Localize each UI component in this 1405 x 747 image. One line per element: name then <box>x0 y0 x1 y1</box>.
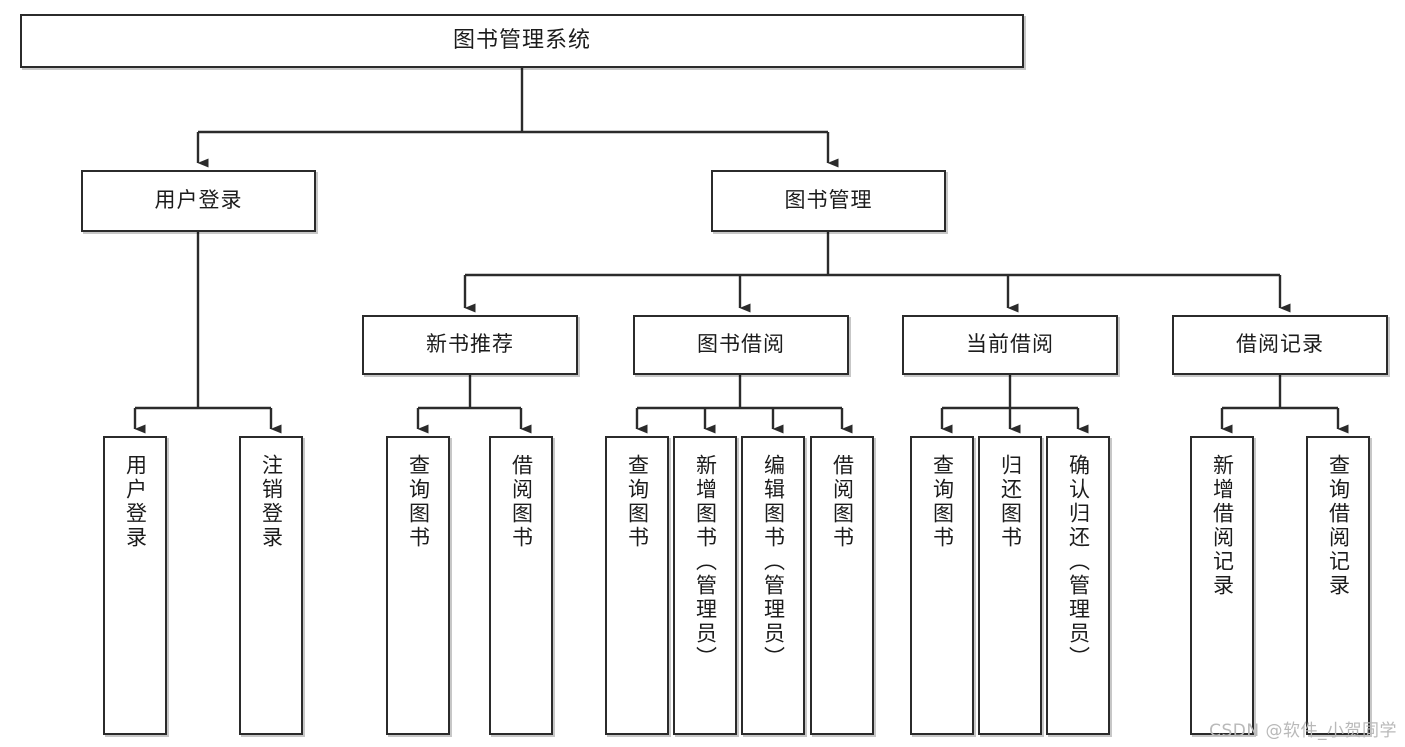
node-book-borrow[interactable]: 图书借阅 <box>633 315 849 375</box>
node-label: 归还图书 <box>998 454 1023 550</box>
node-leaf-user-login[interactable]: 用户登录 <box>103 436 167 735</box>
node-root-book-management-system[interactable]: 图书管理系统 <box>20 14 1024 68</box>
node-leaf-edit-book-admin[interactable]: 编辑图书（管理员） <box>741 436 805 735</box>
node-label: 查询图书 <box>930 454 955 550</box>
node-book-management[interactable]: 图书管理 <box>711 170 946 232</box>
node-leaf-query-book-current[interactable]: 查询图书 <box>910 436 974 735</box>
node-label: 查询借阅记录 <box>1326 454 1351 598</box>
node-label: 当前借阅 <box>966 332 1054 357</box>
node-label: 用户登录 <box>123 454 148 550</box>
node-user-login[interactable]: 用户登录 <box>81 170 316 232</box>
node-leaf-borrow-book-recommend[interactable]: 借阅图书 <box>489 436 553 735</box>
node-label: 新增借阅记录 <box>1210 454 1235 598</box>
node-label: 编辑图书（管理员） <box>761 454 786 670</box>
node-leaf-add-book-admin[interactable]: 新增图书（管理员） <box>673 436 737 735</box>
node-label: 图书管理 <box>784 188 873 213</box>
node-current-borrow[interactable]: 当前借阅 <box>902 315 1118 375</box>
node-label: 借阅图书 <box>830 454 855 550</box>
node-borrow-record[interactable]: 借阅记录 <box>1172 315 1388 375</box>
node-label: 用户登录 <box>154 188 243 213</box>
node-leaf-logout[interactable]: 注销登录 <box>239 436 303 735</box>
node-label: 注销登录 <box>259 454 284 550</box>
node-label: 新增图书（管理员） <box>693 454 718 670</box>
node-leaf-confirm-return-admin[interactable]: 确认归还（管理员） <box>1046 436 1110 735</box>
node-leaf-add-borrow-record[interactable]: 新增借阅记录 <box>1190 436 1254 735</box>
node-leaf-query-book-borrow[interactable]: 查询图书 <box>605 436 669 735</box>
node-new-book-recommend[interactable]: 新书推荐 <box>362 315 578 375</box>
node-label: 图书借阅 <box>697 332 785 357</box>
node-label: 新书推荐 <box>426 332 514 357</box>
node-label: 借阅记录 <box>1236 332 1324 357</box>
node-label: 查询图书 <box>406 454 431 550</box>
node-label: 借阅图书 <box>509 454 534 550</box>
node-label: 查询图书 <box>625 454 650 550</box>
node-leaf-return-book[interactable]: 归还图书 <box>978 436 1042 735</box>
node-leaf-query-book-recommend[interactable]: 查询图书 <box>386 436 450 735</box>
node-label: 图书管理系统 <box>452 27 591 53</box>
node-leaf-query-borrow-record[interactable]: 查询借阅记录 <box>1306 436 1370 735</box>
watermark: CSDN @软件_小贺同学 <box>1209 721 1397 741</box>
node-label: 确认归还（管理员） <box>1066 454 1091 670</box>
node-leaf-borrow-book[interactable]: 借阅图书 <box>810 436 874 735</box>
